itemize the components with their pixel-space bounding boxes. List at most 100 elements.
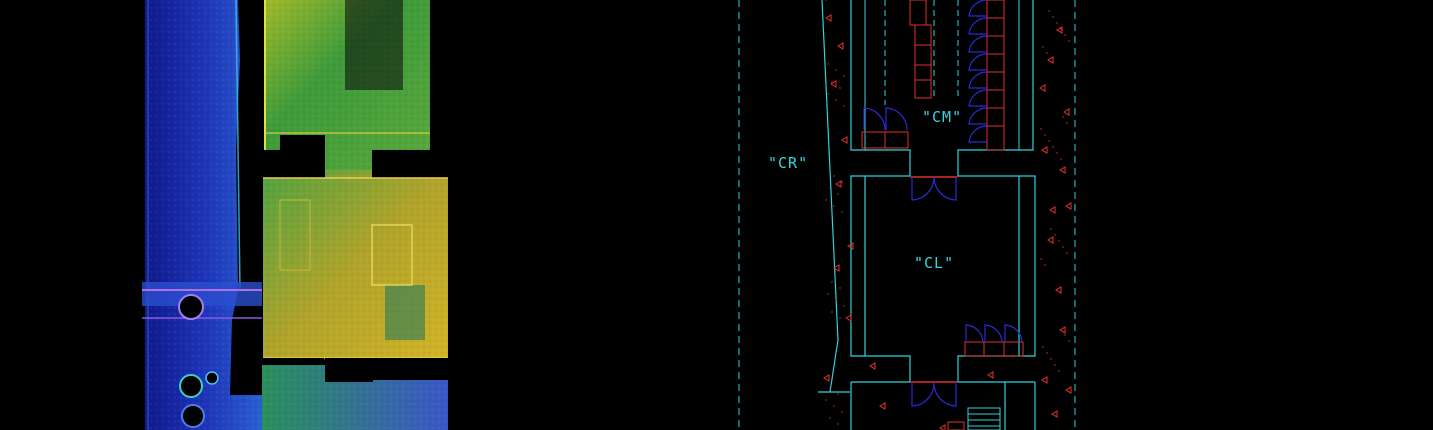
hatch-dot [1064, 334, 1066, 336]
hatch-dot [1048, 10, 1050, 12]
hatch-dot [835, 299, 837, 301]
hatch-triangle [1047, 56, 1054, 64]
hatch-dot [1058, 240, 1060, 242]
hatch-dot [1056, 22, 1058, 24]
hatch-dot [825, 399, 827, 401]
hatch-dot [1040, 258, 1042, 260]
hatch-dot [1046, 352, 1048, 354]
double-door-upper [910, 176, 958, 201]
hatch-triangle [879, 402, 886, 410]
hatch-dot [829, 187, 831, 189]
hatch-triangle [939, 424, 946, 430]
hatch-dot [1068, 340, 1070, 342]
stair [947, 407, 1001, 430]
hatch-dot [1052, 16, 1054, 18]
hatch-triangle [833, 264, 840, 272]
locker-column [861, 0, 1005, 151]
hatch-dot [843, 305, 845, 307]
hatch-triangle [825, 14, 832, 22]
hatch-dot [1042, 346, 1044, 348]
hatch-dot [1052, 146, 1054, 148]
hatch-triangle [1041, 376, 1048, 384]
hatch-dot [835, 99, 837, 101]
hatch-triangle [1059, 166, 1066, 174]
hatch-triangle [823, 374, 830, 382]
hatch-dot [831, 311, 833, 313]
hatch-dot [1054, 234, 1056, 236]
hatch-dot [825, 0, 827, 1]
hatch-triangle [1065, 386, 1072, 394]
hatch-dot [1068, 40, 1070, 42]
hatch-dot [1040, 128, 1042, 130]
double-door-lower [910, 381, 958, 407]
room-cl [850, 175, 1036, 430]
hatch-dot [1050, 228, 1052, 230]
hatch-triangle [1039, 84, 1046, 92]
hatch-dot [1044, 264, 1046, 266]
wall-hatch-markers [823, 0, 1072, 430]
hatch-triangle [847, 242, 854, 250]
hatch-dot [833, 175, 835, 177]
door-swings-cm [863, 0, 988, 143]
hatch-dot [829, 387, 831, 389]
hatch-triangle [1051, 410, 1058, 418]
hatch-triangle [1059, 326, 1066, 334]
hatch-dot [841, 211, 843, 213]
scan-pipework [142, 282, 262, 428]
hatch-dot [1062, 116, 1064, 118]
hatch-triangle [1049, 206, 1056, 214]
hatch-dot [843, 75, 845, 77]
hatch-triangle [1041, 146, 1048, 154]
hatch-dot [827, 93, 829, 95]
hatch-dot [825, 199, 827, 201]
hatch-triangle [841, 136, 848, 144]
hatch-dot [831, 81, 833, 83]
hatch-dot [829, 417, 831, 419]
hatch-dot [827, 63, 829, 65]
hatch-dot [1042, 46, 1044, 48]
hatch-triangle [1065, 202, 1072, 210]
hatch-dot [1044, 134, 1046, 136]
hatch-triangle [830, 80, 837, 88]
hatch-dot [1048, 140, 1050, 142]
hatch-dot [1050, 358, 1052, 360]
hatch-dot [837, 193, 839, 195]
hatch-dot [1066, 252, 1068, 254]
hatch-dot [841, 411, 843, 413]
hatch-dot [841, 181, 843, 183]
hatch-dot [1066, 122, 1068, 124]
outer-wall-left [821, 0, 839, 393]
hatch-triangle [869, 362, 876, 370]
room-cm [850, 0, 1034, 176]
hatch-dot [1058, 370, 1060, 372]
hatch-dot [843, 105, 845, 107]
hatch-dot [839, 87, 841, 89]
hatch-dot [833, 405, 835, 407]
hatch-dot [837, 423, 839, 425]
cad-floor-plan: "CR" "CM" "CL" [738, 0, 1076, 430]
hatch-triangle [845, 314, 852, 322]
room-label-cr: "CR" [768, 154, 808, 172]
hatch-dot [1060, 28, 1062, 30]
hatch-triangle [1055, 286, 1062, 294]
hatch-dot [839, 317, 841, 319]
hatch-dot [1046, 52, 1048, 54]
room-label-cl: "CL" [914, 254, 954, 272]
hatch-triangle [835, 180, 842, 188]
hatch-dot [837, 393, 839, 395]
hatch-dot [839, 287, 841, 289]
hatch-triangle [1056, 26, 1063, 34]
hatch-dot [831, 281, 833, 283]
hatch-dot [1056, 152, 1058, 154]
hatch-dot [1062, 246, 1064, 248]
hatch-triangle [837, 42, 844, 50]
hatch-triangle [987, 371, 994, 379]
room-label-cm: "CM" [922, 108, 962, 126]
hatch-dot [827, 293, 829, 295]
hatch-dot [1054, 364, 1056, 366]
locker-row-cl [964, 324, 1024, 357]
hatch-triangle [1063, 108, 1070, 116]
hatch-dot [1060, 158, 1062, 160]
hatch-dot [1064, 34, 1066, 36]
